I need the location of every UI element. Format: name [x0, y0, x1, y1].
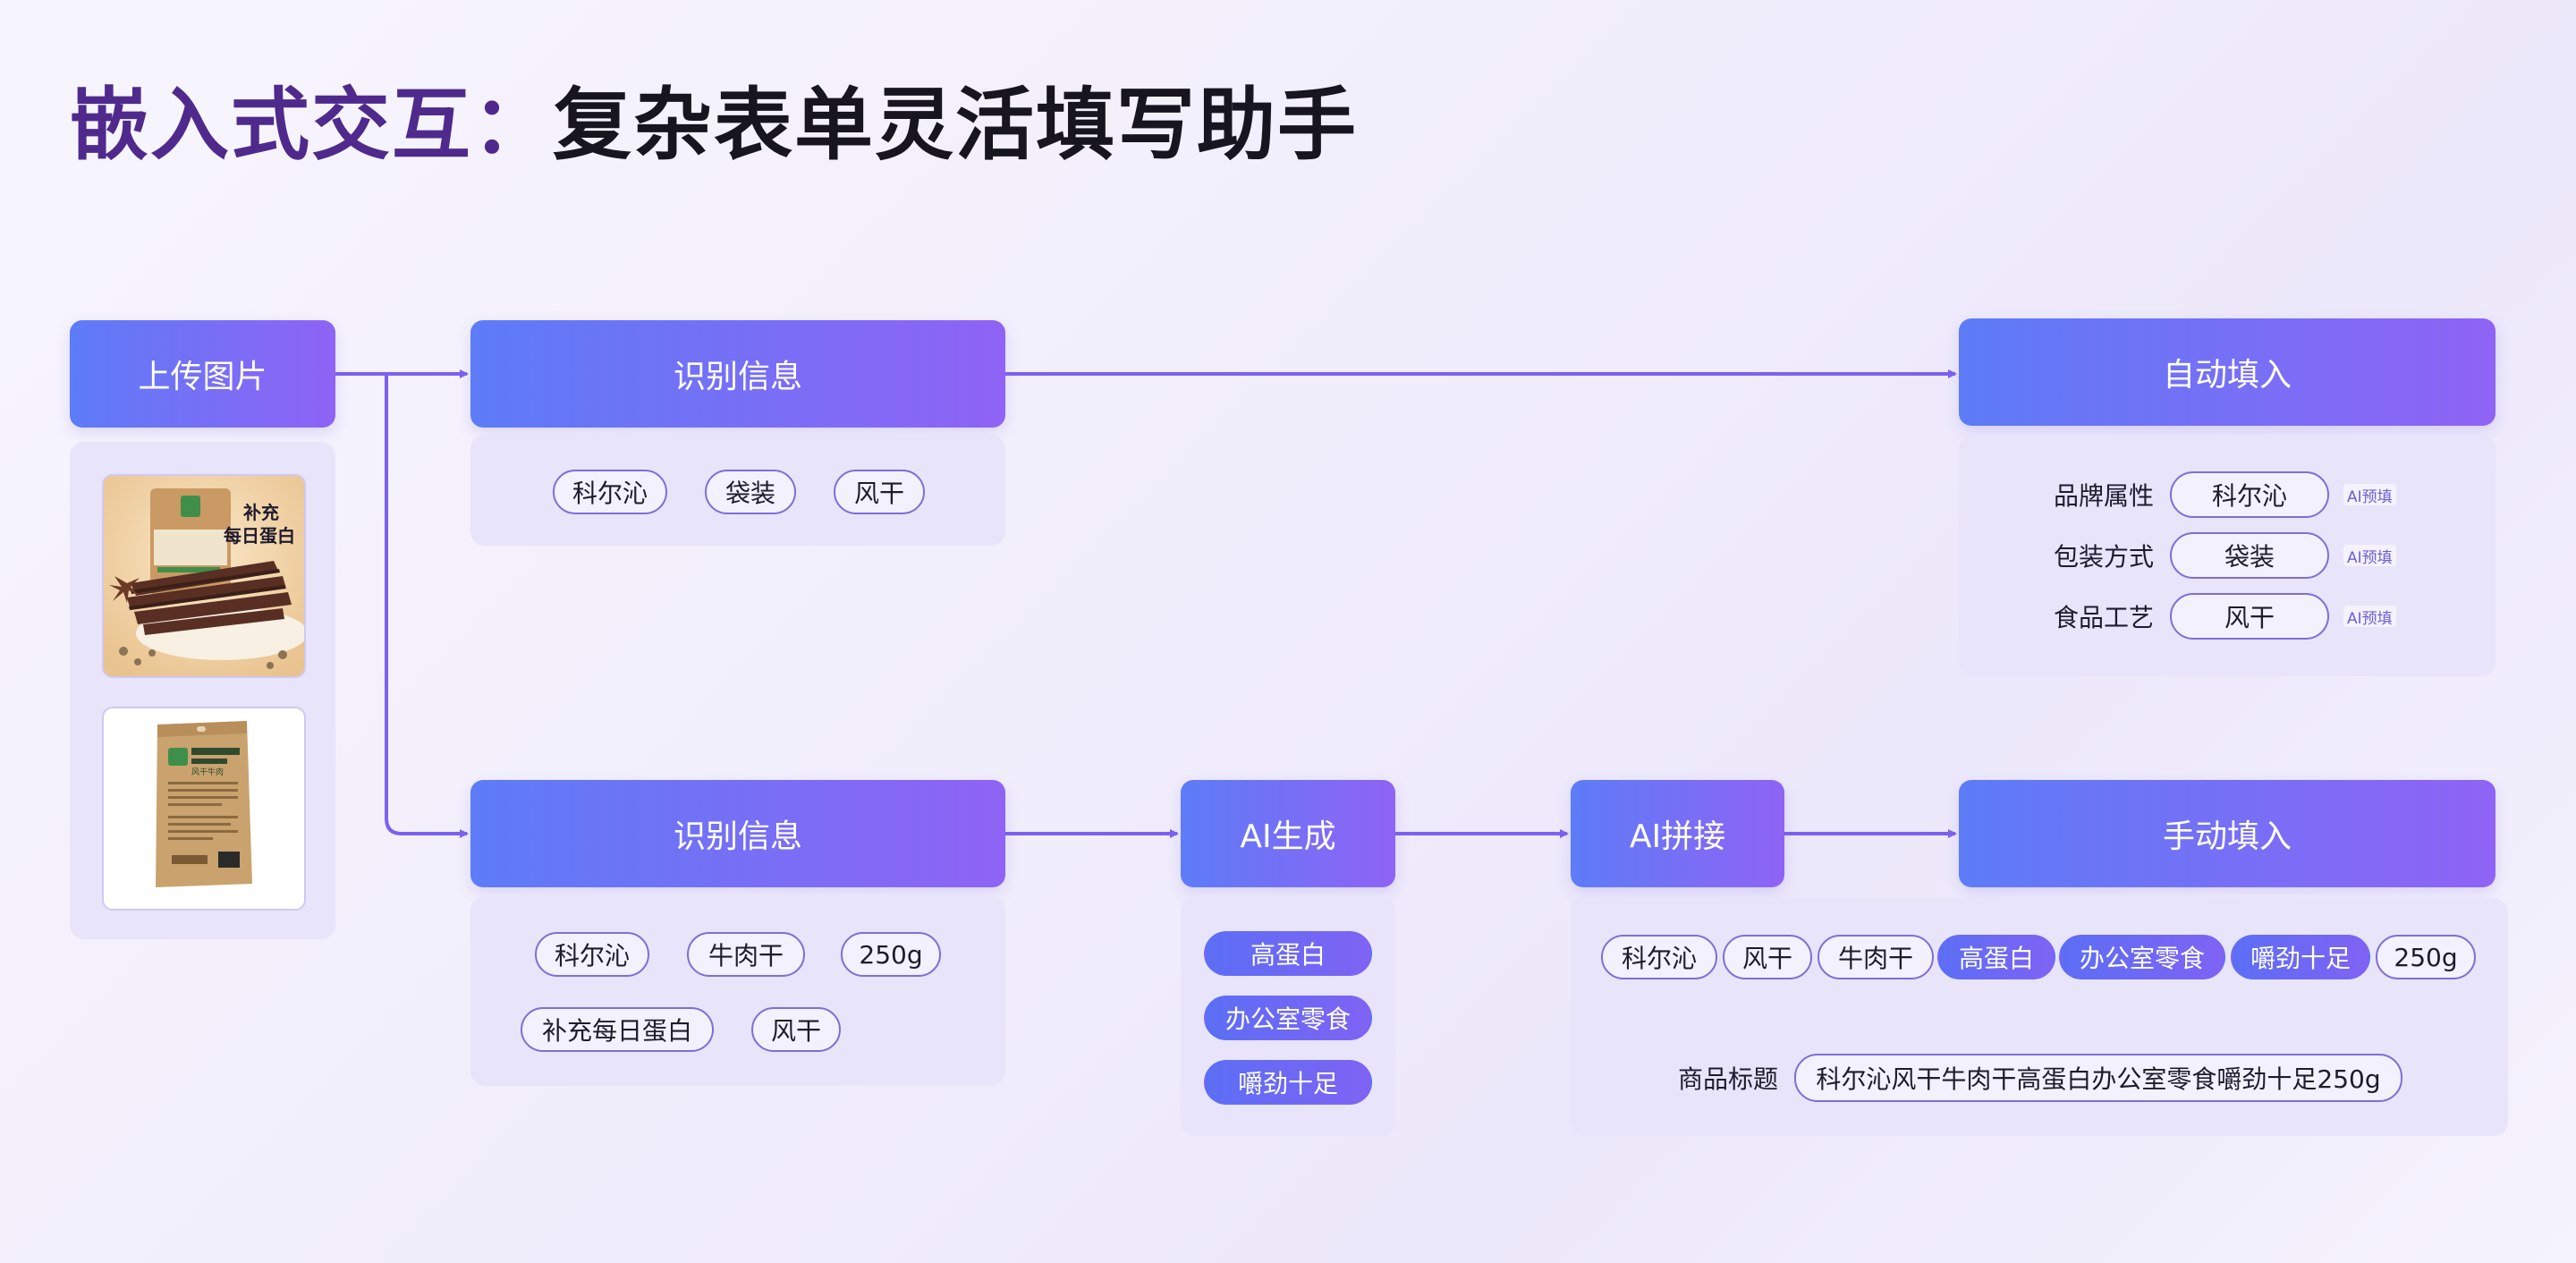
node-ai-splice: AI拼接 — [1571, 780, 1784, 887]
ai-prefill-tag: AI预填 — [2343, 545, 2396, 567]
product-title-label: 商品标题 — [1678, 1064, 1779, 1094]
arrow-upload-to-recognize-bottom — [385, 374, 469, 838]
chip-process: 风干 — [834, 470, 925, 514]
chip-ai-high-protein: 高蛋白 — [1204, 931, 1372, 976]
photo-caption-line2: 每日蛋白 — [224, 525, 295, 547]
chip-brand: 科尔沁 — [535, 932, 649, 977]
splice-chip-process: 风干 — [1723, 935, 1812, 979]
ai-prefill-tag: AI预填 — [2343, 484, 2396, 506]
node-upload-image: 上传图片 — [70, 320, 335, 428]
splice-chip-office-snack: 办公室零食 — [2059, 935, 2225, 979]
field-input-package[interactable]: 袋装 — [2170, 532, 2329, 579]
package-image — [156, 721, 252, 887]
field-label-brand: 品牌属性 — [2054, 481, 2155, 511]
node-recognize-bottom: 识别信息 — [470, 780, 1005, 887]
field-label-package: 包装方式 — [2054, 542, 2155, 572]
splice-chip-weight: 250g — [2376, 935, 2476, 979]
chip-brand: 科尔沁 — [553, 470, 667, 514]
recognize-bottom-panel — [470, 896, 1005, 1086]
product-photo-jerky: 补充 每日蛋白 — [102, 474, 306, 678]
jerky-image — [104, 476, 304, 676]
field-label-process: 食品工艺 — [2054, 603, 2155, 632]
splice-chip-brand: 科尔沁 — [1601, 935, 1717, 979]
product-title-input[interactable]: 科尔沁风干牛肉干高蛋白办公室零食嚼劲十足250g — [1794, 1054, 2402, 1102]
node-auto-fill: 自动填入 — [1959, 318, 2496, 426]
page-title: 嵌入式交互：复杂表单灵活填写助手 — [70, 72, 1358, 179]
chip-ai-office-snack: 办公室零食 — [1204, 996, 1372, 1040]
chip-slogan: 补充每日蛋白 — [521, 1007, 714, 1052]
chip-process: 风干 — [751, 1007, 841, 1052]
splice-chip-high-protein: 高蛋白 — [1937, 935, 2055, 979]
chip-package: 袋装 — [705, 470, 796, 514]
node-recognize-top: 识别信息 — [470, 320, 1005, 428]
title-main: 复杂表单灵活填写助手 — [553, 79, 1359, 171]
field-input-process[interactable]: 风干 — [2170, 593, 2329, 640]
photo-caption-line1: 补充 — [243, 502, 279, 523]
chip-ai-chewy: 嚼劲十足 — [1204, 1060, 1372, 1105]
field-input-brand[interactable]: 科尔沁 — [2170, 471, 2329, 518]
chip-product: 牛肉干 — [687, 932, 805, 977]
splice-chip-product: 牛肉干 — [1818, 935, 1934, 979]
package-label: 风干牛肉 — [191, 768, 225, 777]
product-photo-package: 风干牛肉 — [102, 707, 306, 911]
ai-prefill-tag: AI预填 — [2343, 606, 2396, 628]
chip-weight: 250g — [841, 932, 941, 977]
node-manual-fill: 手动填入 — [1959, 780, 2496, 887]
splice-chip-chewy: 嚼劲十足 — [2231, 935, 2370, 979]
node-ai-generate: AI生成 — [1181, 780, 1395, 887]
title-accent: 嵌入式交互： — [70, 79, 554, 171]
